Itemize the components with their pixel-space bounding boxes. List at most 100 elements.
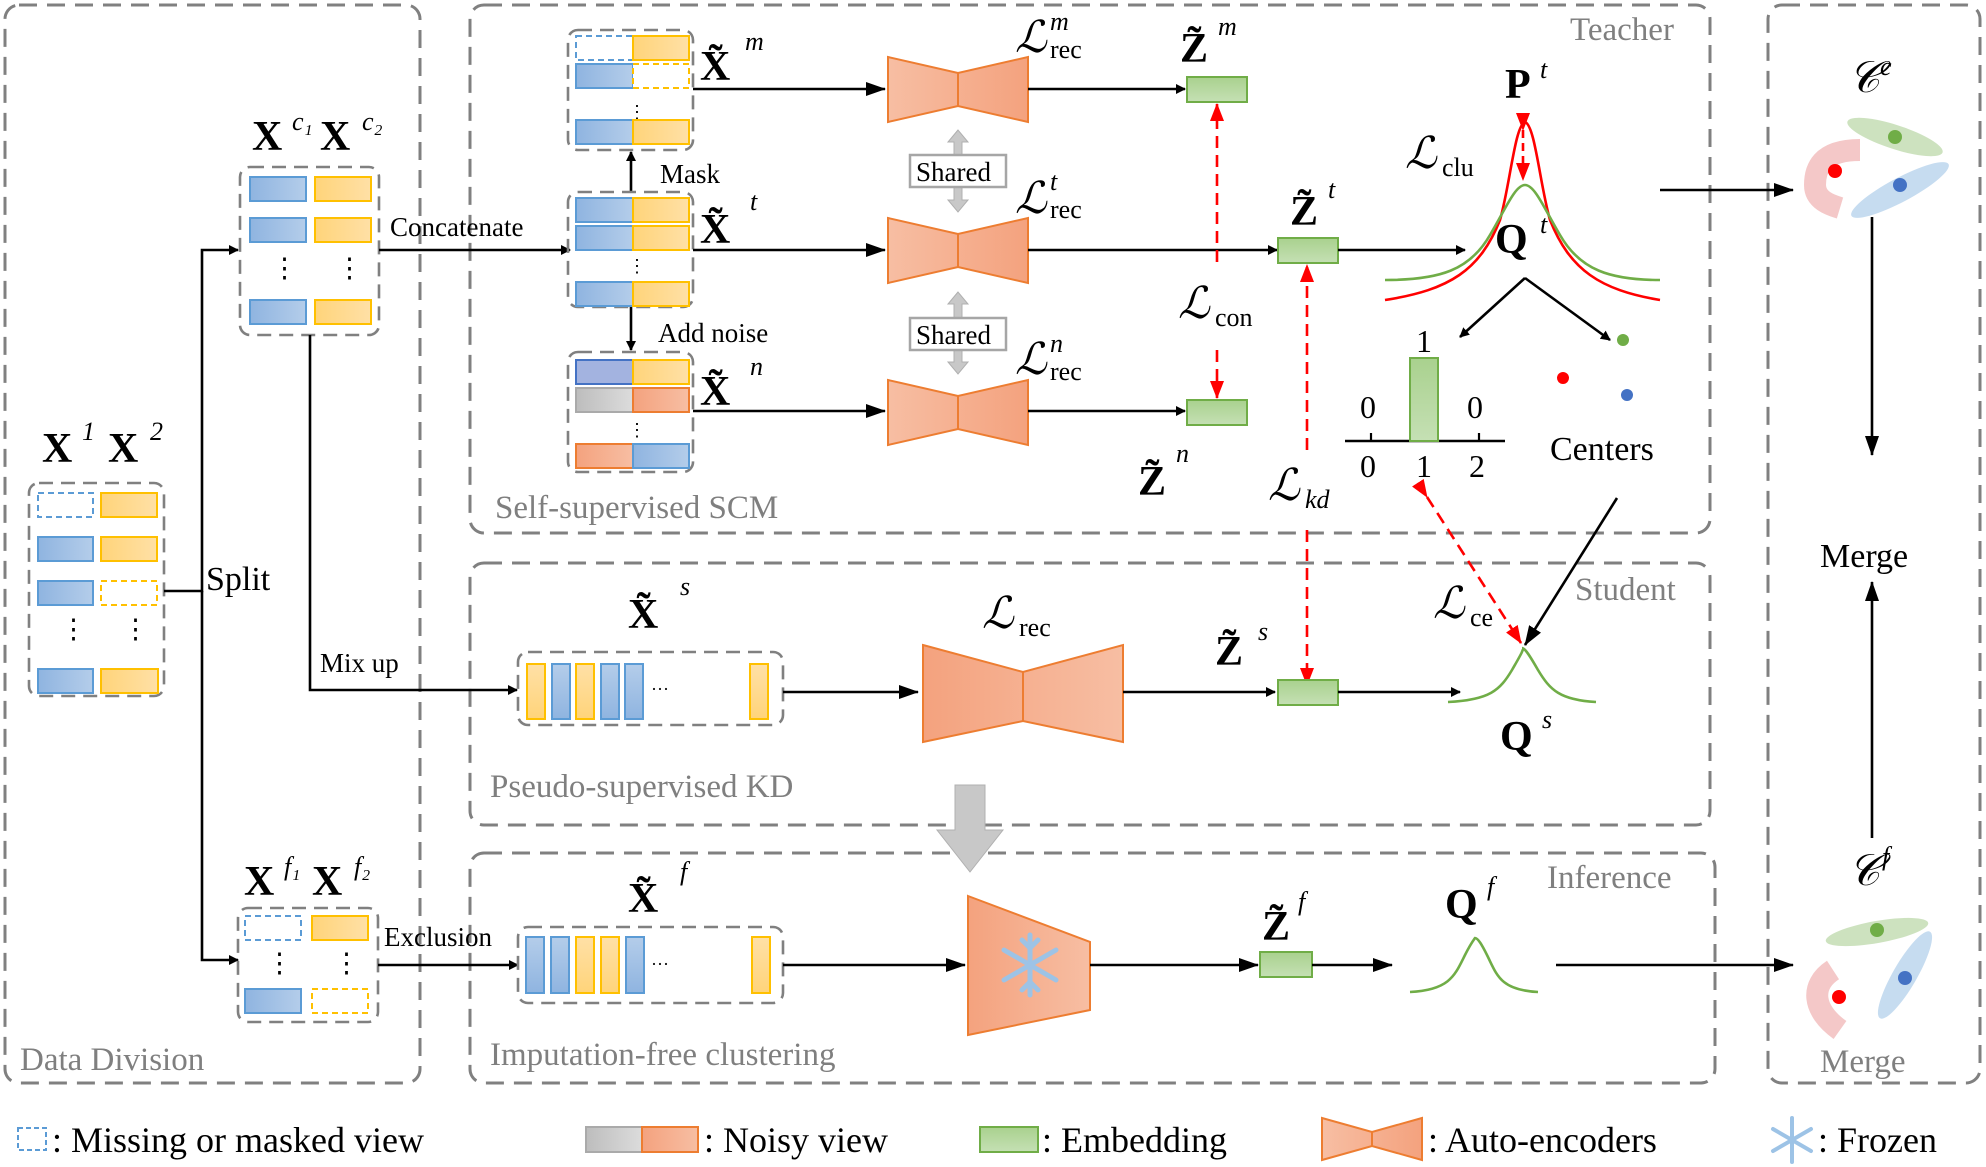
mixup-arrow [308, 335, 518, 695]
mixup-view-matrix: X̃ s ··· [516, 572, 785, 727]
zm-symbol: Z̃ [1180, 25, 1208, 72]
distribution-qf: Q f [1409, 872, 1539, 994]
pt-symbol: P [1505, 62, 1531, 108]
frozen-encoder [967, 894, 1091, 1037]
loss-rec-m: ℒ rec m [1015, 7, 1082, 64]
svg-text:⋮: ⋮ [60, 614, 87, 644]
legend-item-embedding: : Embedding [979, 1120, 1227, 1160]
x2-symbol: X [108, 426, 138, 472]
svg-text:ℒ: ℒ [1015, 335, 1048, 384]
svg-text:ℒ: ℒ [1178, 279, 1211, 328]
center-green [1617, 334, 1629, 346]
svg-text:: Noisy view: : Noisy view [704, 1120, 888, 1160]
snowflake-icon [1771, 1116, 1813, 1164]
zs-symbol: Z̃ [1215, 628, 1243, 675]
onehot-value-1: 1 [1416, 323, 1432, 359]
loss-rec-student: ℒ rec [982, 589, 1051, 642]
distribution-p-q: P t Q t ℒ clu [1384, 55, 1661, 302]
svg-text:c₂: c₂ [362, 107, 383, 136]
loss-kd: ℒ kd [1268, 461, 1331, 514]
svg-text:n: n [750, 352, 763, 381]
svg-text:1: 1 [82, 417, 95, 446]
embedding-icon [979, 1126, 1039, 1153]
merge-bottom-label: Merge [1820, 1044, 1906, 1080]
panel-student: Student Pseudo-supervised KD [468, 561, 1712, 827]
embedding-zm: Z̃ m [1180, 12, 1248, 103]
svg-text:m: m [1050, 7, 1069, 36]
embedding-zt: Z̃ t [1277, 175, 1339, 264]
xt-symbol: X̃ [700, 207, 730, 253]
missing-view-icon [17, 1127, 47, 1151]
svg-text:rec: rec [1050, 195, 1082, 224]
embedding-zs: Z̃ s [1215, 617, 1339, 706]
xs-symbol: X̃ [628, 592, 658, 638]
qs-curve [1447, 646, 1597, 704]
svg-text:···: ··· [651, 954, 669, 974]
q-soft-curve [1384, 183, 1661, 282]
svg-text:: Auto-encoders: : Auto-encoders [1428, 1120, 1657, 1160]
panel-data-division: Data Division [3, 3, 422, 1085]
cf-center-red [1832, 990, 1846, 1004]
data-division-label: Data Division [20, 1042, 204, 1078]
xf2-symbol: X [312, 859, 342, 905]
svg-text:rec: rec [1050, 35, 1082, 64]
onehot-tick-1: 1 [1416, 448, 1432, 484]
svg-text:ℒ: ℒ [1268, 461, 1301, 510]
student-label: Student [1575, 572, 1676, 608]
svg-text:Shared: Shared [916, 320, 991, 350]
zf-symbol: Z̃ [1262, 903, 1290, 950]
concatenate-label: Concatenate [390, 212, 523, 242]
svg-text:ℒ: ℒ [982, 589, 1015, 638]
onehot-value-2: 0 [1467, 389, 1483, 425]
qt-symbol: Q [1495, 217, 1528, 263]
xf1-symbol: X [244, 859, 274, 905]
svg-text:n: n [1176, 439, 1189, 468]
incomplete-data-matrix: X f₁ X f₂ ⋮⋮ [236, 852, 380, 1024]
svg-text:s: s [680, 572, 690, 601]
cc-center-green [1888, 130, 1902, 144]
panel-merge: Merge [1766, 3, 1982, 1085]
loss-rec-t: ℒ rec t [1015, 167, 1082, 224]
svg-text:c: c [1880, 52, 1892, 81]
cluster-centers: Centers [1550, 334, 1654, 468]
legend-item-autoencoder: : Auto-encoders [1321, 1116, 1657, 1162]
cc-center-blue [1893, 178, 1907, 192]
split-arrow-incomplete [200, 591, 239, 965]
autoencoder-masked [887, 55, 1029, 124]
panel-inference: Inference Imputation-free clustering [468, 851, 1717, 1085]
cluster-plot-incomplete: 𝒞 f [1806, 842, 1933, 1039]
legend: : Missing or masked view : Noisy view : … [17, 1116, 1937, 1164]
teacher-view-matrix: ⋮ X̃ t [566, 187, 758, 309]
exclusion-label: Exclusion [384, 922, 492, 952]
arrow-to-centers [1524, 276, 1611, 342]
svg-text:f: f [1298, 887, 1309, 916]
svg-text:⋮: ⋮ [271, 253, 298, 283]
xc1-symbol: X [252, 114, 282, 160]
xc2-symbol: X [320, 114, 350, 160]
onehot-tick-2: 2 [1469, 448, 1485, 484]
svg-text:ℒ: ℒ [1015, 174, 1048, 223]
loss-con: ℒ con [1178, 279, 1253, 332]
xm-symbol: X̃ [700, 44, 730, 90]
autoencoder-student [922, 643, 1124, 744]
autoencoder-noisy [887, 378, 1029, 447]
zt-symbol: Z̃ [1290, 188, 1318, 235]
svg-text:t: t [1050, 167, 1058, 196]
shared-weights-2: Shared [908, 291, 1008, 375]
masked-view-matrix: ⋮ X̃ m [566, 27, 764, 152]
svg-text:con: con [1215, 303, 1253, 332]
svg-text:s: s [1542, 705, 1552, 734]
autoencoder-teacher [887, 216, 1029, 285]
svg-text:⋮: ⋮ [333, 948, 360, 978]
svg-text:s: s [1258, 617, 1268, 646]
legend-item-frozen: : Frozen [1771, 1116, 1937, 1164]
xn-symbol: X̃ [700, 369, 730, 415]
loss-rec-n: ℒ rec n [1015, 329, 1082, 386]
svg-text:kd: kd [1305, 485, 1331, 514]
svg-text:t: t [1540, 55, 1548, 84]
svg-text:: Missing or masked view: : Missing or masked view [52, 1120, 424, 1160]
center-red [1557, 372, 1569, 384]
noisy-view-icon [585, 1126, 643, 1153]
svg-text:f₂: f₂ [354, 852, 370, 881]
